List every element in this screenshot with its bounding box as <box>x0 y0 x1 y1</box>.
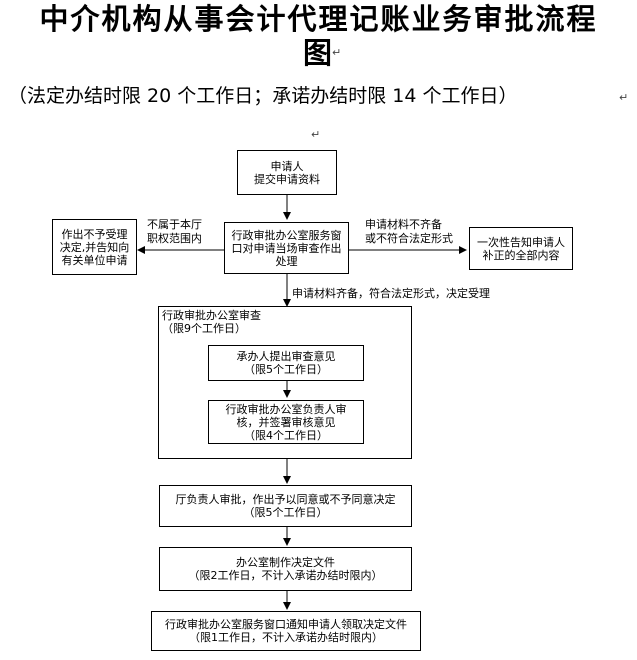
window-line: 处理 <box>275 254 298 268</box>
make-doc-line: 办公室制作决定文件 <box>236 556 335 569</box>
review-stage-header: 行政审批办公室审查 （限9个工作日） <box>162 309 261 335</box>
make-doc-line: （限2工作日，不计入承诺办结时限内） <box>188 569 383 582</box>
edge-label-not-scope: 不属于本厅 职权范围内 <box>147 218 202 246</box>
subtitle: （法定办结时限 20 个工作日；承诺办结时限 14 个工作日） <box>8 85 518 107</box>
apply-line: 申请人 <box>270 159 304 173</box>
handler-line: （限5个工作日） <box>244 363 328 376</box>
review-stage-box: 行政审批办公室审查 （限9个工作日） <box>158 306 412 459</box>
reject-line: 决定,并告知向 <box>59 240 130 254</box>
edge-label-line: 职权范围内 <box>147 232 202 245</box>
notify-line: 一次性告知申请人 <box>477 235 565 249</box>
edge-label-incomplete: 申请材料不齐备 或不符合法定形式 <box>365 218 453 246</box>
deliver-decision-box: 行政审批办公室服务窗口通知申请人领取决定文件 （限1工作日，不计入承诺办结时限内… <box>151 611 421 651</box>
edge-label-line: 或不符合法定形式 <box>365 232 453 245</box>
edge-label-line: 申请材料不齐备 <box>365 218 442 231</box>
edge-label-line: 不属于本厅 <box>147 218 202 231</box>
make-decision-doc-box: 办公室制作决定文件 （限2工作日，不计入承诺办结时限内） <box>159 547 412 591</box>
dept-head-line: （限5个工作日） <box>243 506 328 519</box>
apply-line: 提交申请资料 <box>254 172 320 186</box>
reject-line: 有关单位申请 <box>61 253 128 267</box>
office-head-line: 行政审批办公室负责人审 <box>225 402 347 416</box>
paragraph-mark-icon: ↵ <box>311 128 321 141</box>
deliver-line: 行政审批办公室服务窗口通知申请人领取决定文件 <box>165 618 407 631</box>
notify-line: 补正的全部内容 <box>482 248 560 262</box>
paragraph-mark-icon: ↵ <box>619 91 629 104</box>
dept-head-line: 厅负责人审批，作出予以同意或不予同意决定 <box>175 493 396 506</box>
apply-box: 申请人 提交申请资料 <box>237 150 337 195</box>
office-head-line: 核，并签署审核意见 <box>236 415 336 429</box>
handler-opinion-box: 承办人提出审查意见 （限5个工作日） <box>208 345 364 381</box>
page-title-cont: 图 <box>302 36 334 70</box>
reject-box: 作出不予受理 决定,并告知向 有关单位申请 <box>52 219 137 275</box>
office-head-line: （限4个工作日） <box>244 428 328 442</box>
review-header-line: （限9个工作日） <box>162 322 246 335</box>
window-line: 行政审批办公室服务窗 <box>231 228 342 242</box>
dept-head-approval-box: 厅负责人审批，作出予以同意或不予同意决定 （限5个工作日） <box>159 485 412 527</box>
notify-box: 一次性告知申请人 补正的全部内容 <box>469 227 573 270</box>
deliver-line: （限1工作日，不计入承诺办结时限内） <box>189 631 383 644</box>
reject-line: 作出不予受理 <box>61 227 128 241</box>
edge-label-accepted: 申请材料齐备，符合法定形式，决定受理 <box>292 287 490 300</box>
window-line: 口对申请当场审查作出 <box>231 241 342 255</box>
window-review-box: 行政审批办公室服务窗 口对申请当场审查作出 处理 <box>224 222 349 274</box>
handler-line: 承办人提出审查意见 <box>236 350 336 363</box>
office-head-box: 行政审批办公室负责人审 核，并签署审核意见 （限4个工作日） <box>208 400 364 444</box>
page-title: 中介机构从事会计代理记账业务审批流程 <box>39 2 598 36</box>
review-header-line: 行政审批办公室审查 <box>162 309 261 322</box>
paragraph-mark-icon: ↵ <box>332 46 342 59</box>
